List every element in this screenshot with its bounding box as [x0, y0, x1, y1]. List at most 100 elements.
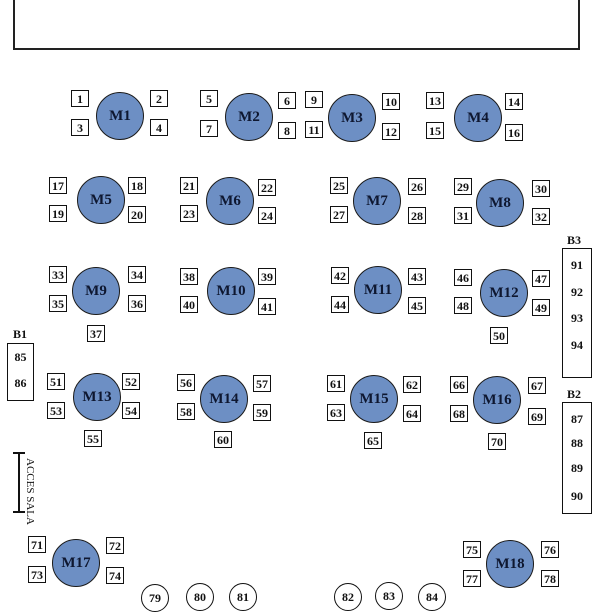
seat-22[interactable]: 22 — [258, 179, 276, 196]
seat-8[interactable]: 8 — [278, 122, 296, 139]
seat-78[interactable]: 78 — [541, 570, 559, 587]
seat-71[interactable]: 71 — [28, 536, 46, 553]
seat-52[interactable]: 52 — [122, 373, 140, 390]
seat-68[interactable]: 68 — [450, 405, 468, 422]
seat-5[interactable]: 5 — [200, 90, 218, 107]
seat-35[interactable]: 35 — [49, 295, 67, 312]
seat-6[interactable]: 6 — [278, 92, 296, 109]
seat-73[interactable]: 73 — [28, 566, 46, 583]
seat-34[interactable]: 34 — [128, 266, 146, 283]
table-m10[interactable]: M10 — [207, 267, 255, 315]
seat-64[interactable]: 64 — [403, 405, 421, 422]
seat-4[interactable]: 4 — [150, 119, 168, 136]
seat-77[interactable]: 77 — [463, 570, 481, 587]
seat-3[interactable]: 3 — [71, 119, 89, 136]
table-m7[interactable]: M7 — [353, 177, 401, 225]
seat-66[interactable]: 66 — [450, 376, 468, 393]
seat-72[interactable]: 72 — [106, 537, 124, 554]
seat-37[interactable]: 37 — [87, 325, 105, 342]
seat-47[interactable]: 47 — [532, 270, 550, 287]
seat-38[interactable]: 38 — [180, 268, 198, 285]
seat-16[interactable]: 16 — [505, 124, 523, 141]
table-m6[interactable]: M6 — [206, 177, 254, 225]
table-m14[interactable]: M14 — [200, 375, 248, 423]
bar-seat[interactable]: 94 — [571, 338, 583, 352]
table-m15[interactable]: M15 — [350, 375, 398, 423]
seat-40[interactable]: 40 — [180, 296, 198, 313]
bar-seat[interactable]: 91 — [571, 258, 583, 272]
table-m13[interactable]: M13 — [73, 373, 121, 421]
table-m2[interactable]: M2 — [225, 93, 273, 141]
seat-13[interactable]: 13 — [426, 92, 444, 109]
seat-29[interactable]: 29 — [454, 178, 472, 195]
seat-61[interactable]: 61 — [327, 375, 345, 392]
round-seat-81[interactable]: 81 — [229, 583, 257, 611]
seat-31[interactable]: 31 — [454, 207, 472, 224]
seat-74[interactable]: 74 — [106, 567, 124, 584]
bar-seat[interactable]: 93 — [571, 311, 583, 325]
seat-44[interactable]: 44 — [331, 296, 349, 313]
seat-18[interactable]: 18 — [128, 177, 146, 194]
seat-30[interactable]: 30 — [532, 180, 550, 197]
seat-58[interactable]: 58 — [177, 403, 195, 420]
round-seat-83[interactable]: 83 — [375, 582, 403, 610]
seat-75[interactable]: 75 — [463, 541, 481, 558]
seat-9[interactable]: 9 — [305, 91, 323, 108]
round-seat-82[interactable]: 82 — [334, 583, 362, 611]
seat-51[interactable]: 51 — [47, 373, 65, 390]
seat-39[interactable]: 39 — [258, 268, 276, 285]
seat-19[interactable]: 19 — [49, 205, 67, 222]
table-m4[interactable]: M4 — [454, 94, 502, 142]
table-m12[interactable]: M12 — [480, 269, 528, 317]
seat-55[interactable]: 55 — [84, 430, 102, 447]
seat-32[interactable]: 32 — [532, 208, 550, 225]
seat-50[interactable]: 50 — [490, 327, 508, 344]
seat-59[interactable]: 59 — [253, 404, 271, 421]
seat-46[interactable]: 46 — [454, 269, 472, 286]
seat-15[interactable]: 15 — [426, 122, 444, 139]
seat-25[interactable]: 25 — [330, 177, 348, 194]
seat-63[interactable]: 63 — [327, 404, 345, 421]
seat-42[interactable]: 42 — [331, 267, 349, 284]
seat-21[interactable]: 21 — [180, 177, 198, 194]
seat-1[interactable]: 1 — [71, 90, 89, 107]
seat-12[interactable]: 12 — [382, 123, 400, 140]
table-m18[interactable]: M18 — [486, 540, 534, 588]
seat-53[interactable]: 53 — [47, 402, 65, 419]
seat-20[interactable]: 20 — [128, 206, 146, 223]
bar-seat[interactable]: 86 — [14, 376, 27, 390]
table-m9[interactable]: M9 — [72, 267, 120, 315]
bar-seat[interactable]: 92 — [571, 285, 583, 299]
bar-seat[interactable]: 90 — [571, 489, 583, 503]
seat-23[interactable]: 23 — [180, 205, 198, 222]
seat-43[interactable]: 43 — [408, 268, 426, 285]
seat-56[interactable]: 56 — [177, 374, 195, 391]
seat-14[interactable]: 14 — [505, 93, 523, 110]
seat-27[interactable]: 27 — [330, 206, 348, 223]
seat-26[interactable]: 26 — [408, 178, 426, 195]
table-m16[interactable]: M16 — [473, 376, 521, 424]
seat-48[interactable]: 48 — [454, 297, 472, 314]
round-seat-79[interactable]: 79 — [141, 584, 169, 612]
seat-33[interactable]: 33 — [49, 266, 67, 283]
seat-45[interactable]: 45 — [408, 297, 426, 314]
seat-65[interactable]: 65 — [364, 432, 382, 449]
seat-17[interactable]: 17 — [49, 177, 67, 194]
table-m8[interactable]: M8 — [476, 179, 524, 227]
seat-10[interactable]: 10 — [382, 93, 400, 110]
table-m1[interactable]: M1 — [96, 92, 144, 140]
seat-60[interactable]: 60 — [214, 431, 232, 448]
seat-41[interactable]: 41 — [258, 298, 276, 315]
round-seat-84[interactable]: 84 — [418, 583, 446, 611]
seat-36[interactable]: 36 — [128, 295, 146, 312]
bar-seat[interactable]: 87 — [571, 412, 583, 426]
seat-49[interactable]: 49 — [532, 299, 550, 316]
seat-62[interactable]: 62 — [403, 376, 421, 393]
round-seat-80[interactable]: 80 — [186, 583, 214, 611]
table-m17[interactable]: M17 — [52, 539, 100, 587]
seat-54[interactable]: 54 — [122, 402, 140, 419]
bar-seat[interactable]: 85 — [14, 350, 27, 364]
table-m5[interactable]: M5 — [77, 176, 125, 224]
seat-67[interactable]: 67 — [528, 377, 546, 394]
seat-7[interactable]: 7 — [200, 120, 218, 137]
